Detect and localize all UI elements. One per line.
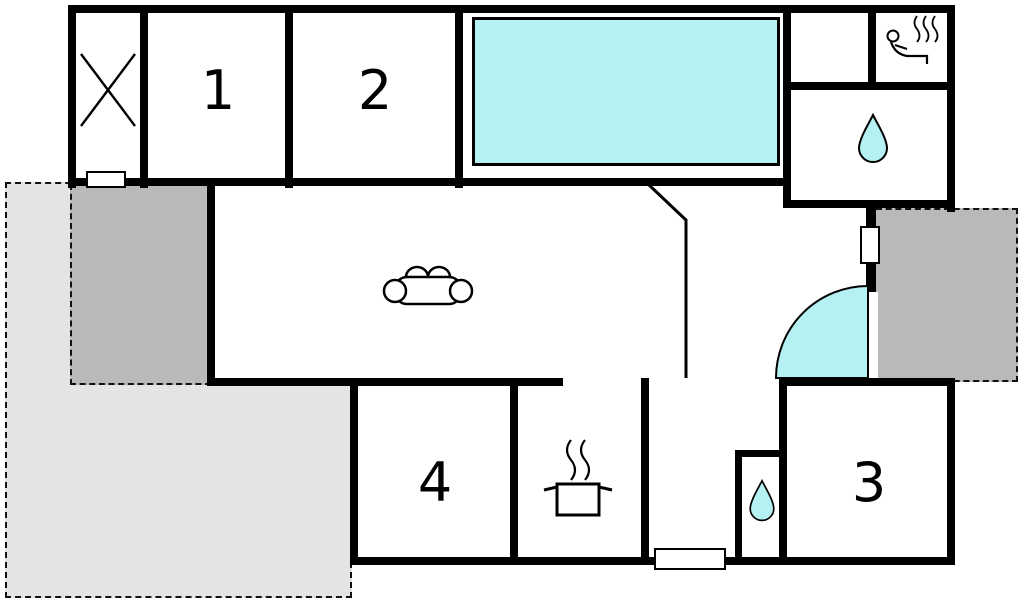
wall-left-upper bbox=[68, 5, 76, 188]
wall-right-lower bbox=[947, 378, 955, 565]
wall-wc-left bbox=[735, 450, 742, 557]
entrance-door-marker bbox=[654, 548, 726, 570]
side-door-marker bbox=[860, 226, 880, 264]
terrace-covered-left bbox=[70, 184, 211, 385]
room-label-1: 1 bbox=[200, 59, 236, 122]
water-drop-icon bbox=[857, 112, 889, 163]
sauna-icon bbox=[886, 15, 939, 64]
sofa-icon bbox=[382, 265, 474, 306]
wall bbox=[510, 386, 518, 557]
wall bbox=[868, 5, 876, 90]
wall bbox=[779, 378, 955, 386]
wall bbox=[140, 5, 148, 188]
interior-kitchen-opening bbox=[563, 378, 779, 386]
interior-living-room bbox=[215, 186, 868, 378]
pot-steam-icon bbox=[543, 439, 613, 517]
room-label-4: 4 bbox=[417, 451, 453, 514]
wall-main-horizontal bbox=[68, 178, 790, 186]
room-label-2: 2 bbox=[357, 59, 393, 122]
wall-right-upper bbox=[947, 5, 955, 212]
interior-door-gap bbox=[866, 292, 878, 378]
terrace-door-marker bbox=[86, 171, 126, 188]
wall bbox=[455, 5, 463, 188]
terrace-covered-right bbox=[876, 208, 1018, 382]
wall bbox=[783, 5, 791, 208]
room-label-3: 3 bbox=[851, 451, 887, 514]
wall bbox=[641, 378, 649, 557]
wall-wc-top bbox=[735, 450, 787, 457]
swimming-pool bbox=[472, 17, 780, 166]
wall-top bbox=[68, 5, 955, 13]
wall bbox=[285, 5, 293, 188]
wall-left-middle bbox=[207, 178, 215, 386]
wall bbox=[350, 378, 358, 565]
wall-bottom bbox=[350, 557, 955, 565]
interior-bottom-rooms bbox=[358, 386, 947, 557]
wall bbox=[791, 82, 955, 90]
wall bbox=[779, 386, 787, 557]
window-cross-icon bbox=[80, 53, 136, 127]
water-drop-icon bbox=[749, 478, 775, 522]
wall-living-bottom bbox=[207, 378, 563, 386]
